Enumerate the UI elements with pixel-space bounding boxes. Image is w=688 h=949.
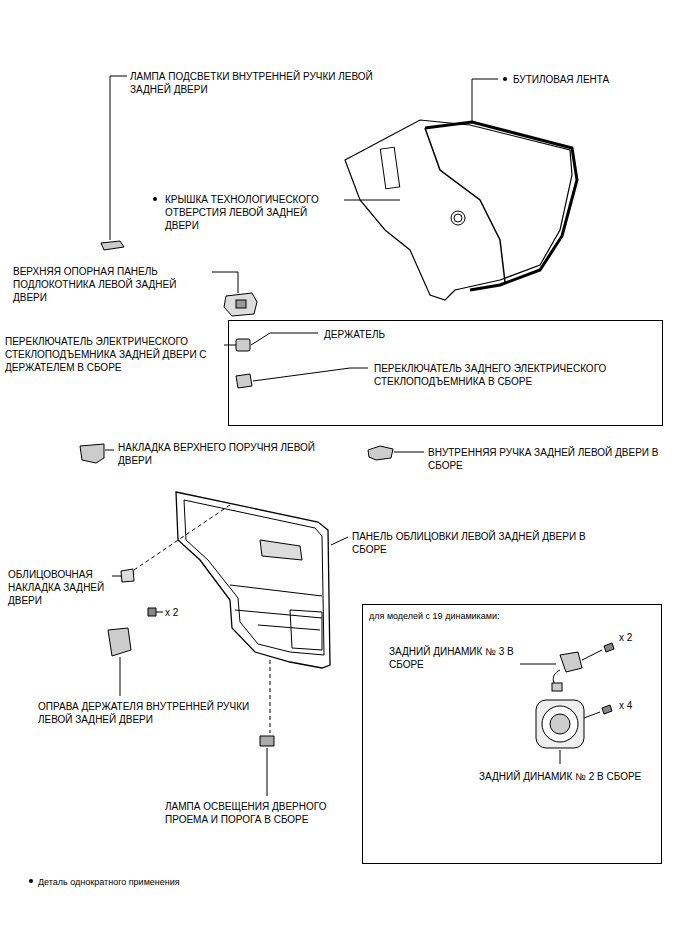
part-label: x 2 <box>619 631 632 644</box>
part-label: ЗАДНИЙ ДИНАМИК № 2 В СБОРЕ <box>479 770 641 783</box>
part-label: x 4 <box>619 699 632 712</box>
part-label: ЛАМПА ОСВЕЩЕНИЯ ДВЕРНОГО ПРОЕМА И ПОРОГА… <box>165 800 365 826</box>
part-label: ПЕРЕКЛЮЧАТЕЛЬ ЗАДНЕГО ЭЛЕКТРИЧЕСКОГО СТЕ… <box>374 362 656 388</box>
part-label: ЗАДНИЙ ДИНАМИК № 3 В СБОРЕ <box>389 645 524 671</box>
part-label: КРЫШКА ТЕХНОЛОГИЧЕСКОГО ОТВЕРСТИЯ ЛЕВОЙ … <box>165 193 343 232</box>
part-label: x 2 <box>165 606 178 619</box>
part-label: БУТИЛОВАЯ ЛЕНТА <box>513 73 609 86</box>
part-label: Деталь однократного применения <box>38 876 180 889</box>
part-label: ВЕРХНЯЯ ОПОРНАЯ ПАНЕЛЬ ПОДЛОКОТНИКА ЛЕВО… <box>13 265 211 304</box>
part-label: ДЕРЖАТЕЛЬ <box>324 328 385 341</box>
group-box: для моделей с 19 динамиками: ЗАДНИЙ ДИНАМ… <box>362 604 662 864</box>
part-label: НАКЛАДКА ВЕРХНЕГО ПОРУЧНЯ ЛЕВОЙ ДВЕРИ <box>118 441 328 467</box>
part-label: ПЕРЕКЛЮЧАТЕЛЬ ЭЛЕКТРИЧЕСКОГО СТЕКЛОПОДЪЕ… <box>5 335 223 374</box>
part-label: ЛАМПА ПОДСВЕТКИ ВНУТРЕННЕЙ РУЧКИ ЛЕВОЙ З… <box>130 70 375 96</box>
part-label: ОБЛИЦОВОЧНАЯ НАКЛАДКА ЗАДНЕЙ ДВЕРИ <box>8 568 112 607</box>
part-label: для моделей с 19 динамиками: <box>369 610 499 623</box>
part-label: ОПРАВА ДЕРЖАТЕЛЯ ВНУТРЕННЕЙ РУЧКИ ЛЕВОЙ … <box>38 700 253 726</box>
group-box: ДЕРЖАТЕЛЬ ПЕРЕКЛЮЧАТЕЛЬ ЗАДНЕГО ЭЛЕКТРИЧЕ… <box>228 320 663 426</box>
part-label: ПАНЕЛЬ ОБЛИЦОВКИ ЛЕВОЙ ЗАДНЕЙ ДВЕРИ В СБ… <box>352 530 588 556</box>
part-label: ВНУТРЕННЯЯ РУЧКА ЗАДНЕЙ ЛЕВОЙ ДВЕРИ В СБ… <box>428 446 678 472</box>
